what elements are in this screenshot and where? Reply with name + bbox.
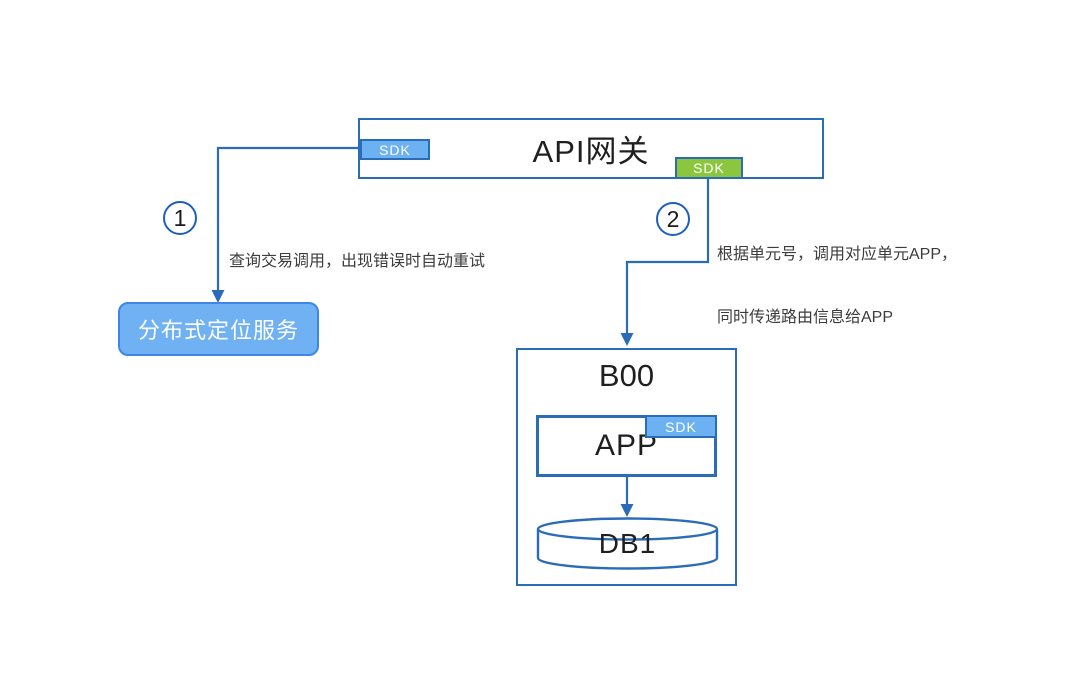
- distributed-locating-service-box: 分布式定位服务: [118, 302, 319, 356]
- step-1-description: 查询交易调用，出现错误时自动重试: [229, 209, 485, 314]
- step-1-circle: 1: [163, 201, 197, 235]
- app-box: APP: [536, 415, 717, 477]
- unit-b00-box: [516, 348, 737, 586]
- gateway-sdk-right-badge: SDK: [675, 157, 743, 179]
- app-sdk-label: SDK: [665, 418, 697, 435]
- step-1-line1: 查询交易调用，出现错误时自动重试: [229, 253, 486, 270]
- api-gateway-label: API网关: [532, 134, 650, 169]
- arrow-sdk-to-unit: [620, 178, 710, 346]
- api-gateway-box: API网关: [358, 118, 824, 179]
- app-sdk-badge: SDK: [645, 415, 717, 438]
- gateway-sdk-right-label: SDK: [693, 160, 725, 176]
- step-2-line2: 同时传递路由信息给APP: [717, 309, 894, 326]
- arrow-sdk-to-service: [211, 146, 360, 303]
- step-2-number: 2: [666, 205, 680, 232]
- gateway-sdk-left-label: SDK: [379, 141, 411, 158]
- gateway-sdk-left-badge: SDK: [360, 139, 430, 160]
- db-cylinder: [536, 517, 719, 570]
- db1-label: DB1: [598, 528, 657, 559]
- step-2-line1: 根据单元号，调用对应单元APP，: [717, 246, 958, 263]
- unit-b00-label: B00: [598, 358, 655, 393]
- distributed-locating-service-label: 分布式定位服务: [137, 318, 299, 343]
- step-2-circle: 2: [656, 202, 690, 236]
- step-1-number: 1: [173, 204, 187, 231]
- step-2-description: 根据单元号，调用对应单元APP， 同时传递路由信息给APP: [717, 202, 957, 370]
- arrow-app-to-db: [620, 477, 634, 517]
